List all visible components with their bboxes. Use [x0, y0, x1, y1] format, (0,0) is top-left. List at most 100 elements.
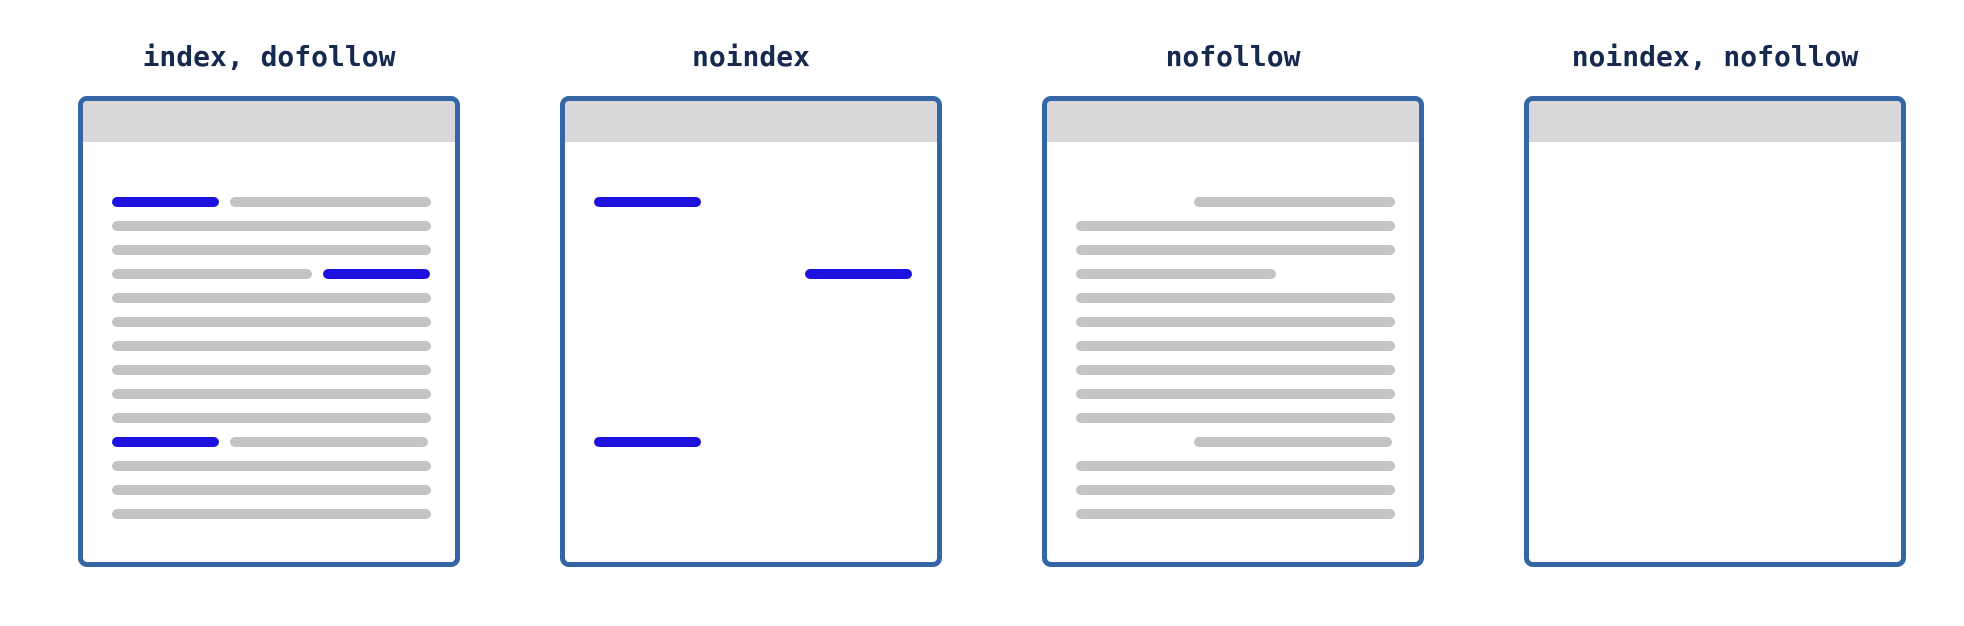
card-title: index, dofollow [142, 40, 396, 73]
page-body [83, 142, 455, 519]
content-row [1076, 461, 1395, 471]
link-line [594, 437, 701, 447]
content-row [1076, 509, 1395, 519]
content-row [112, 365, 431, 375]
browser-chrome-bar [83, 101, 455, 142]
content-row [1076, 221, 1395, 231]
text-line [112, 269, 312, 279]
text-line [1076, 317, 1395, 327]
card-title: nofollow [1165, 40, 1301, 73]
link-line [805, 269, 912, 279]
text-line [112, 509, 431, 519]
content-row [1076, 413, 1395, 423]
link-line [594, 197, 701, 207]
text-line [112, 341, 431, 351]
text-line [230, 197, 431, 207]
content-row [112, 293, 431, 303]
content-row [1076, 365, 1395, 375]
blank-space [1076, 197, 1183, 207]
content-row [594, 341, 913, 351]
text-line [112, 485, 431, 495]
text-line [112, 221, 431, 231]
text-line [1194, 437, 1392, 447]
content-row [594, 269, 913, 279]
text-line [1076, 245, 1395, 255]
content-row [594, 437, 913, 447]
content-row [594, 461, 913, 471]
content-row [594, 365, 913, 375]
content-row [594, 413, 913, 423]
robots-directive-panel: noindex [560, 42, 942, 567]
link-line [112, 197, 219, 207]
content-row [1076, 485, 1395, 495]
text-line [1076, 269, 1276, 279]
text-line [112, 413, 431, 423]
text-line [1194, 197, 1395, 207]
content-row [112, 317, 431, 327]
content-row [112, 197, 431, 207]
content-row [112, 269, 431, 279]
text-line [230, 437, 428, 447]
page-body [565, 142, 937, 519]
robots-directive-panel: index, dofollow [78, 42, 460, 567]
text-line [1076, 365, 1395, 375]
content-row [112, 485, 431, 495]
text-line [112, 389, 431, 399]
content-row [112, 437, 431, 447]
content-row [594, 245, 913, 255]
text-line [1076, 293, 1395, 303]
text-line [112, 365, 431, 375]
content-row [594, 485, 913, 495]
content-row [1076, 245, 1395, 255]
page-card [560, 96, 942, 567]
content-row [112, 245, 431, 255]
robots-directive-panel: nofollow [1042, 42, 1424, 567]
content-row [112, 509, 431, 519]
blank-space [594, 269, 794, 279]
content-row [594, 317, 913, 327]
content-row [112, 413, 431, 423]
content-row [112, 461, 431, 471]
browser-chrome-bar [1047, 101, 1419, 142]
text-line [112, 245, 431, 255]
content-row [1076, 197, 1395, 207]
link-line [112, 437, 219, 447]
text-line [112, 317, 431, 327]
content-row [112, 341, 431, 351]
content-row [1076, 389, 1395, 399]
text-line [1076, 389, 1395, 399]
page-body [1529, 142, 1901, 197]
card-title: noindex [691, 40, 810, 73]
content-row [1076, 437, 1395, 447]
text-line [1076, 461, 1395, 471]
browser-chrome-bar [565, 101, 937, 142]
content-row [1076, 293, 1395, 303]
browser-chrome-bar [1529, 101, 1901, 142]
link-line [323, 269, 430, 279]
text-line [1076, 413, 1395, 423]
page-card [78, 96, 460, 567]
content-row [112, 389, 431, 399]
content-row [594, 293, 913, 303]
text-line [112, 461, 431, 471]
content-row [112, 221, 431, 231]
page-card [1042, 96, 1424, 567]
content-row [1076, 269, 1395, 279]
content-row [594, 389, 913, 399]
text-line [1076, 509, 1395, 519]
content-row [1076, 341, 1395, 351]
content-row [594, 221, 913, 231]
blank-space [1076, 437, 1183, 447]
page-card [1524, 96, 1906, 567]
card-title: noindex, nofollow [1571, 40, 1859, 73]
text-line [112, 293, 431, 303]
content-row [1076, 317, 1395, 327]
text-line [1076, 485, 1395, 495]
content-row [594, 197, 913, 207]
cards-row: index, dofollow noindex nofollow noindex, n… [78, 42, 1906, 567]
text-line [1076, 221, 1395, 231]
content-row [594, 509, 913, 519]
robots-directive-panel: noindex, nofollow [1524, 42, 1906, 567]
page-body [1047, 142, 1419, 519]
